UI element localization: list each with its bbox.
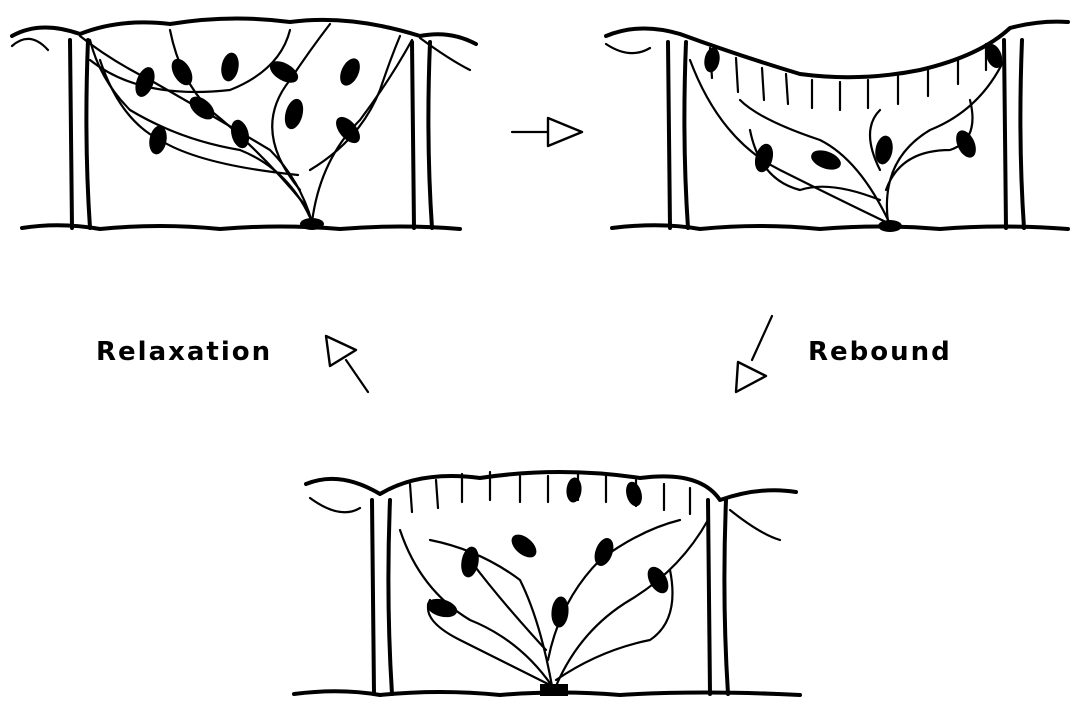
panel-trained: [606, 22, 1068, 232]
panel-rebounded: [294, 472, 800, 696]
rebound-label: Rebound: [808, 337, 952, 367]
arrow-down-left: [736, 316, 772, 392]
arrow-right: [512, 118, 582, 146]
arrow-up-left: [326, 336, 368, 392]
relaxation-label: Relaxation: [96, 337, 272, 367]
panel-initial: [12, 18, 476, 230]
